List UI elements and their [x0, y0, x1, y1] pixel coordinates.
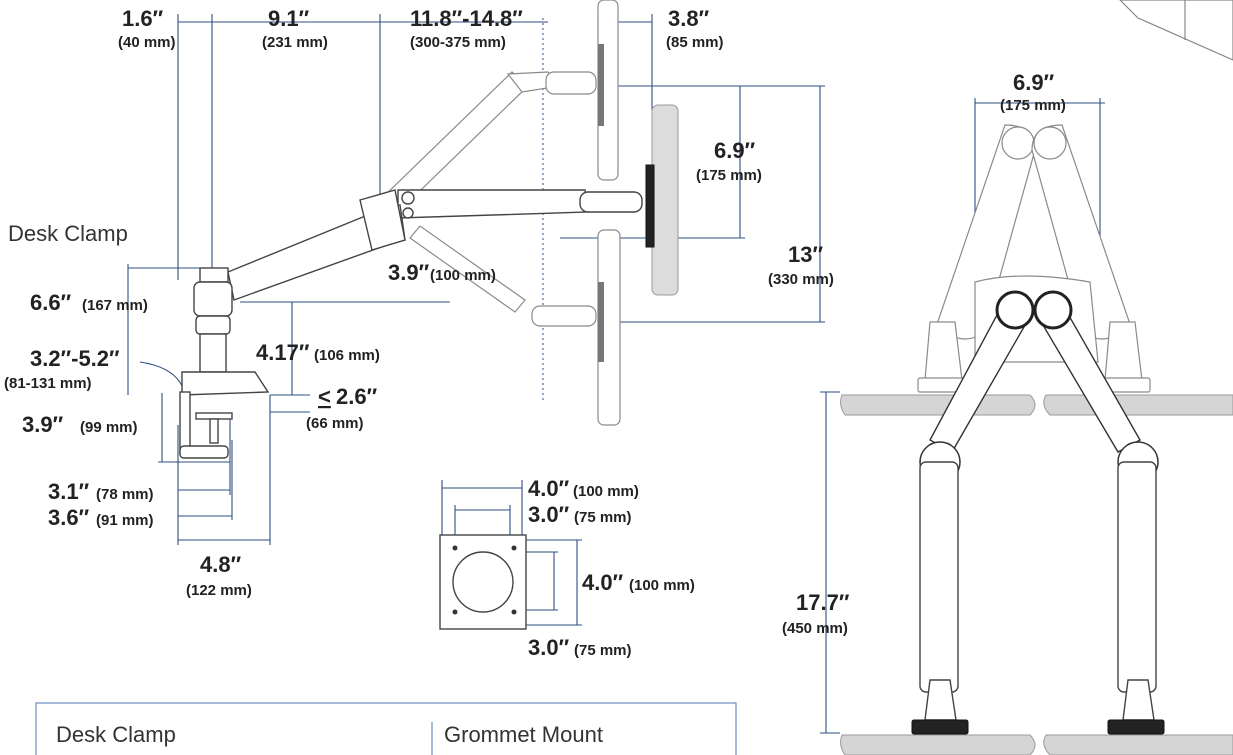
- legend-desk-clamp: Desk Clamp: [56, 722, 176, 747]
- dim-thick: 2.6″: [336, 384, 378, 409]
- dim-lift: 13″: [788, 242, 823, 267]
- side-labels: Desk Clamp 1.6″ (40 mm) 9.1″ (231 mm) 11…: [4, 6, 834, 599]
- dim-pole-2-mm: (106 mm): [314, 347, 380, 364]
- front-width-mm: (175 mm): [1000, 97, 1066, 114]
- dim-thick-mm: (66 mm): [306, 415, 364, 432]
- dim-w1: 3.1″: [48, 479, 90, 504]
- front-height-mm: (450 mm): [782, 620, 848, 637]
- vesa-inner-h-mm: (75 mm): [574, 642, 632, 659]
- dim-w2: 3.6″: [48, 505, 90, 530]
- vesa-outer-h-mm: (100 mm): [629, 577, 695, 594]
- dim-tilt-mm: (175 mm): [696, 167, 762, 184]
- dim-top-2-mm: (231 mm): [262, 34, 328, 51]
- vesa-inner-h: 3.0″: [528, 635, 570, 660]
- desk-clamp-label: Desk Clamp: [8, 221, 128, 246]
- mount-legend: Desk Clamp Grommet Mount: [35, 702, 737, 755]
- dim-top-1-mm: (40 mm): [118, 34, 176, 51]
- dim-drop-mm: (100 mm): [430, 267, 496, 284]
- dim-clamp-h-mm: (99 mm): [80, 419, 138, 436]
- dim-pole-mm: (167 mm): [82, 297, 148, 314]
- dim-w1-mm: (78 mm): [96, 486, 154, 503]
- dim-clamp-range-mm: (81-131 mm): [4, 375, 92, 392]
- vesa-inner-w: 3.0″: [528, 502, 570, 527]
- dim-base: 4.8″: [200, 552, 242, 577]
- legend-grommet-mount: Grommet Mount: [444, 722, 603, 747]
- dim-clamp-range: 3.2″-5.2″: [30, 346, 120, 371]
- dim-pole: 6.6″: [30, 290, 72, 315]
- front-width: 6.9″: [1013, 70, 1055, 95]
- vesa-plate: 4.0″ (100 mm) 3.0″ (75 mm) 4.0″ (100 mm)…: [439, 476, 695, 660]
- vesa-outer-w-mm: (100 mm): [573, 483, 639, 500]
- dim-thick-prefix: <: [318, 384, 331, 409]
- dim-base-mm: (122 mm): [186, 582, 252, 599]
- dim-top-4: 3.8″: [668, 6, 710, 31]
- dim-tilt: 6.9″: [714, 138, 756, 163]
- dim-top-4-mm: (85 mm): [666, 34, 724, 51]
- dim-w2-mm: (91 mm): [96, 512, 154, 529]
- dim-top-1: 1.6″: [122, 6, 164, 31]
- dim-pole-2: 4.17″: [256, 340, 310, 365]
- dim-drop: 3.9″: [388, 260, 430, 285]
- side-dimension-lines: [127, 14, 825, 545]
- vesa-outer-w: 4.0″: [528, 476, 570, 501]
- dim-clamp-h: 3.9″: [22, 412, 64, 437]
- dim-top-3-mm: (300-375 mm): [410, 34, 506, 51]
- vesa-outer-h: 4.0″: [582, 570, 624, 595]
- side-arm-drawing: [179, 0, 679, 459]
- dim-top-2: 9.1″: [268, 6, 310, 31]
- dim-lift-mm: (330 mm): [768, 271, 834, 288]
- vesa-inner-w-mm: (75 mm): [574, 509, 632, 526]
- front-height: 17.7″: [796, 590, 850, 615]
- dim-top-3: 11.8″-14.8″: [410, 6, 523, 31]
- front-view: 6.9″ (175 mm) 17.7″ (450 mm): [782, 0, 1233, 755]
